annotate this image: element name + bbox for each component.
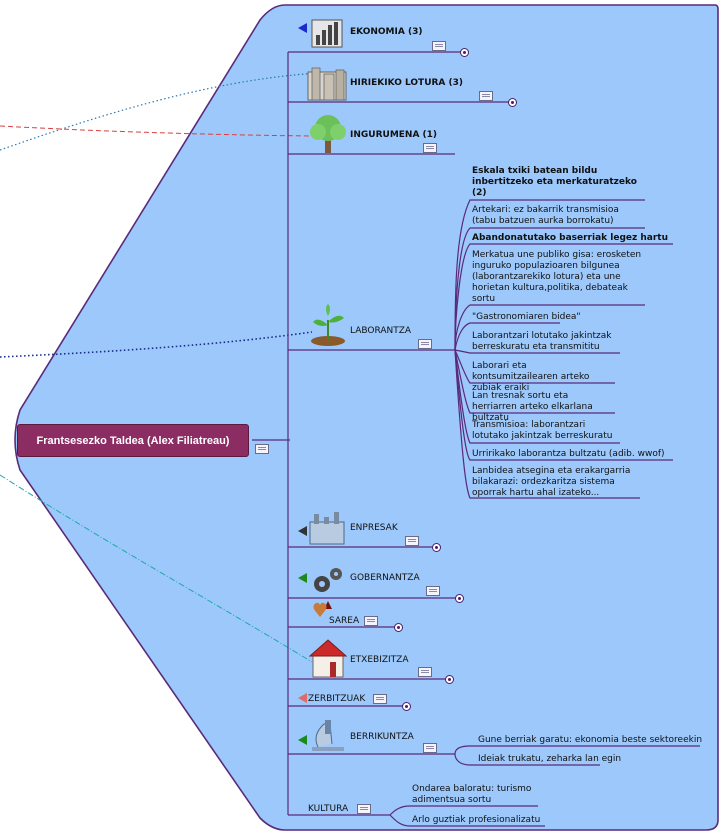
plant-sprout-icon [311, 304, 345, 346]
house-icon [308, 639, 348, 678]
tree-icon [310, 115, 346, 153]
branch-sarea-label[interactable]: SAREA [329, 616, 360, 626]
laborantza-child[interactable]: Urririkako laborantza bultzatu (adib. ww… [472, 449, 665, 459]
expand-toggle[interactable] [445, 675, 454, 684]
expand-toggle[interactable] [394, 623, 403, 632]
root-node[interactable]: Frantsesezko Taldea (Alex Filiatreau) [17, 424, 249, 457]
branch-ingurumena-label[interactable]: INGURUMENA (1) [350, 130, 438, 140]
flag-gobernantza [298, 573, 307, 583]
berrikuntza-child[interactable]: Ideiak trukatu, zeharka lan egin [478, 754, 622, 764]
laborantza-child[interactable]: Lan tresnak sortu eta herriarren arteko … [472, 391, 593, 423]
branch-lines [252, 51, 700, 827]
link-etxebizitza [0, 474, 313, 663]
branch-kultura-label[interactable]: KULTURA [308, 804, 349, 814]
city-buildings-icon [307, 67, 347, 101]
branch-enpresak-label[interactable]: ENPRESAK [350, 523, 398, 533]
flag-zerbitzuak [298, 693, 307, 703]
branch-etxebizitza-label[interactable]: ETXEBIZITZA [350, 655, 409, 665]
link-hiriekiko [0, 72, 319, 151]
expand-toggle[interactable] [508, 98, 517, 107]
laborantza-child[interactable]: Abandonatutako baserriak legez hartu [472, 233, 669, 243]
note-icon[interactable] [418, 339, 432, 349]
note-icon[interactable] [426, 586, 440, 596]
branch-laborantza-label[interactable]: LABORANTZA [350, 326, 412, 336]
link-laborantza [0, 331, 313, 358]
note-icon[interactable] [479, 91, 493, 101]
gears-icon [314, 568, 342, 592]
branch-berrikuntza-label[interactable]: BERRIKUNTZA [350, 732, 414, 742]
note-icon[interactable] [357, 804, 371, 814]
laborantza-child[interactable]: Laborantzari lotutako jakintzak berresku… [472, 331, 612, 352]
flag-enpresak [298, 526, 307, 536]
laborantza-child[interactable]: Merkatua une publiko gisa: erosketen ing… [472, 250, 642, 304]
map-bubble [14, 4, 719, 831]
expand-toggle[interactable] [460, 48, 469, 57]
branch-ekonomia-label[interactable]: EKONOMIA (3) [350, 27, 423, 37]
branch-gobernantza-label[interactable]: GOBERNANTZA [350, 573, 420, 583]
microscope-icon [312, 720, 344, 751]
note-icon[interactable] [373, 694, 387, 704]
branch-hiriekiko-label[interactable]: HIRIEKIKO LOTURA (3) [350, 78, 464, 88]
flag-ekonomia [298, 23, 307, 33]
laborantza-child[interactable]: Eskala txiki batean bildu inbertitzeko e… [472, 166, 637, 198]
kultura-child[interactable]: Arlo guztiak profesionalizatu [412, 815, 541, 825]
note-icon[interactable] [432, 41, 446, 51]
note-icon[interactable] [423, 743, 437, 753]
flag-berrikuntza [298, 735, 307, 745]
kultura-child[interactable]: Ondarea baloratu: turismo adimentsua sor… [412, 784, 532, 805]
laborantza-child[interactable]: Lanbidea atsegina eta erakargarria bilak… [472, 466, 631, 498]
branch-zerbitzuak-label[interactable]: ZERBITZUAK [308, 694, 366, 704]
note-icon[interactable] [364, 616, 378, 626]
expand-toggle[interactable] [402, 702, 411, 711]
heart-network-icon [313, 602, 327, 617]
factory-icon [309, 512, 345, 545]
expand-toggle[interactable] [432, 543, 441, 552]
note-icon[interactable] [423, 143, 437, 153]
laborantza-child[interactable]: Transmisioa: laborantzari lotutako jakin… [472, 420, 613, 441]
berrikuntza-child[interactable]: Gune berriak garatu: ekonomia beste sekt… [478, 735, 703, 745]
laborantza-child[interactable]: Laborari eta kontsumitzailearen arteko z… [472, 361, 590, 393]
economy-chart-icon [311, 19, 343, 48]
laborantza-child[interactable]: Artekari: ez bakarrik transmisioa (tabu … [472, 205, 619, 226]
expand-toggle[interactable] [455, 594, 464, 603]
laborantza-child[interactable]: "Gastronomiaren bidea" [472, 312, 581, 322]
note-icon[interactable] [418, 667, 432, 677]
link-ingurumena [0, 125, 314, 137]
root-note-icon[interactable] [255, 444, 269, 454]
note-icon[interactable] [405, 536, 419, 546]
